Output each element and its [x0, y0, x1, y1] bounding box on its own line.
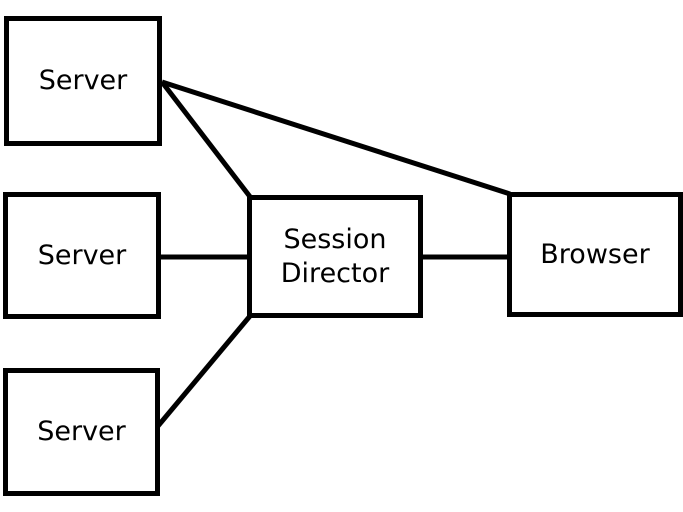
edge-server1-browser: [161, 79, 511, 197]
edge-server3-session-director: [156, 314, 252, 428]
node-server-1: Server: [4, 16, 162, 146]
node-session-director-label: Session Director: [280, 223, 390, 289]
node-server-3: Server: [3, 368, 160, 496]
node-browser-label: Browser: [540, 238, 650, 270]
node-server-3-label: Server: [37, 416, 126, 448]
node-server-1-label: Server: [38, 65, 128, 97]
node-server-2: Server: [3, 192, 161, 319]
node-server-2-label: Server: [37, 239, 127, 271]
node-session-director: Session Director: [247, 195, 423, 318]
edge-server1-session-director: [160, 80, 253, 200]
node-browser: Browser: [507, 192, 683, 317]
